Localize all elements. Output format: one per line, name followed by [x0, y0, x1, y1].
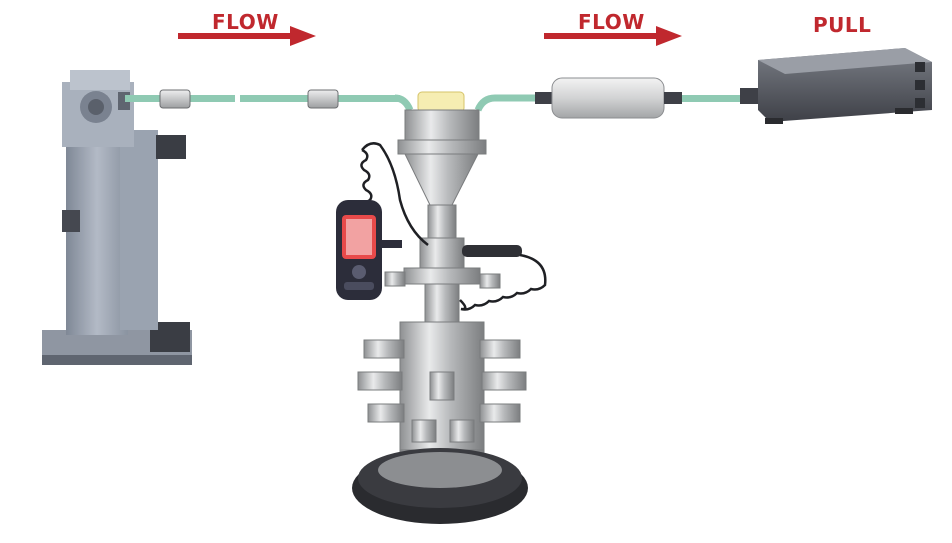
flow-arrow-icon-right [544, 26, 682, 46]
flow-arrow-icon-left [178, 26, 316, 46]
filter-cartridge [535, 77, 682, 119]
sampler-base [352, 448, 528, 524]
aerosol-source-device [42, 70, 192, 365]
tube-fitting-2 [307, 89, 339, 109]
vacuum-pump [740, 48, 932, 124]
handheld-meter-icon [336, 200, 402, 300]
tube-fitting-1 [159, 89, 191, 109]
coiled-cable-icon-lower [459, 253, 547, 311]
pull-label: PULL [813, 13, 872, 37]
flow-label-right: FLOW [578, 10, 645, 34]
flow-label-left: FLOW [212, 10, 279, 34]
